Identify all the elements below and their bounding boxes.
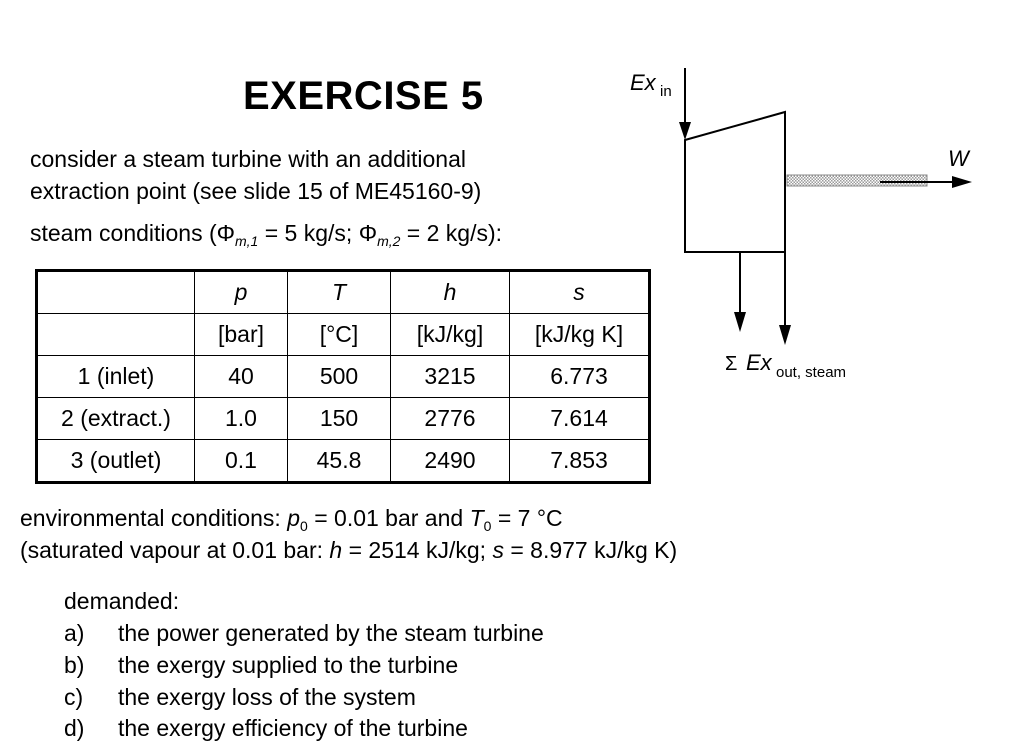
table-cell: 3215 — [390, 355, 510, 398]
table-header-cell — [36, 270, 195, 314]
saturated-vapour-note: (saturated vapour at 0.01 bar: h = 2514 … — [20, 537, 677, 564]
table-row: 1 (inlet) 40 500 3215 6.773 — [36, 355, 650, 398]
table-cell: 3 (outlet) — [36, 439, 195, 483]
extraction-arrow — [734, 252, 746, 332]
intro-line-2: extraction point (see slide 15 of ME4516… — [30, 178, 482, 204]
ex-in-label: Ex — [630, 70, 657, 95]
table-header-cell: p — [194, 270, 288, 314]
item-letter: d) — [64, 715, 85, 741]
table-row: 2 (extract.) 1.0 150 2776 7.614 — [36, 397, 650, 440]
phi-symbol-2: Φ — [358, 220, 378, 246]
item-text: the exergy loss of the system — [118, 684, 416, 710]
demanded-item: c) the exergy loss of the system — [64, 684, 664, 712]
phi-symbol-1: Φ — [216, 220, 235, 246]
table-unit-cell — [36, 313, 195, 356]
demanded-item: a) the power generated by the steam turb… — [64, 620, 664, 648]
inlet-arrow — [679, 68, 691, 140]
table-header-cell: s — [509, 270, 650, 314]
page-title: EXERCISE 5 — [243, 74, 484, 118]
intro-line-1: consider a steam turbine with an additio… — [30, 146, 466, 172]
table-cell: 500 — [287, 355, 391, 398]
table-unit-cell: [kJ/kg] — [390, 313, 510, 356]
item-text: the power generated by the steam turbine — [118, 620, 544, 646]
ex-out-subscript: out, steam — [776, 364, 846, 381]
table-header-cell: h — [390, 270, 510, 314]
table-cell: 1.0 — [194, 397, 288, 440]
h-value: = 2514 kJ/kg; — [342, 537, 493, 563]
demanded-item: b) the exergy supplied to the turbine — [64, 652, 664, 680]
table-cell: 7.614 — [509, 397, 650, 440]
table-units-row: [bar] [°C] [kJ/kg] [kJ/kg K] — [36, 313, 650, 356]
env-prefix: environmental conditions: — [20, 505, 288, 531]
table-row: 3 (outlet) 0.1 45.8 2490 7.853 — [36, 439, 650, 483]
table-cell: 7.853 — [509, 439, 650, 483]
phi-sub-2: m,2 — [377, 233, 401, 249]
demanded-item: d) the exergy efficiency of the turbine — [64, 715, 664, 743]
demanded-heading: demanded: — [64, 588, 180, 614]
table-header-cell: T — [287, 270, 391, 314]
turbine-body — [684, 110, 786, 253]
outlet-arrow — [779, 252, 791, 345]
turbine-shaft — [786, 174, 928, 187]
p0-value: = 0.01 bar and — [307, 505, 470, 531]
turbine-diagram: Ex in W Σ Ex out, steam — [630, 68, 972, 381]
item-letter: a) — [64, 620, 85, 646]
t0-value: = 7 °C — [491, 505, 563, 531]
item-letter: c) — [64, 684, 84, 710]
ex-out-label: Ex — [746, 350, 773, 375]
table-cell: 150 — [287, 397, 391, 440]
p0-symbol: p — [287, 505, 301, 531]
t0-symbol: T — [469, 505, 484, 531]
work-arrow — [880, 176, 972, 188]
sigma-symbol: Σ — [725, 353, 737, 375]
sat-prefix: (saturated vapour at 0.01 bar: — [20, 537, 330, 563]
table-cell: 2776 — [390, 397, 510, 440]
steam-conditions: steam conditions (Φm,1 = 5 kg/s; Φm,2 = … — [30, 220, 502, 249]
s-symbol: s — [492, 537, 504, 563]
table-cell: 2 (extract.) — [36, 397, 195, 440]
table-cell: 0.1 — [194, 439, 288, 483]
cond-prefix: steam conditions ( — [30, 220, 217, 246]
ex-in-subscript: in — [660, 83, 672, 100]
h-symbol: h — [329, 537, 343, 563]
t0-sub: 0 — [483, 518, 492, 534]
table-unit-cell: [bar] — [194, 313, 288, 356]
steam-properties-table: p T h s [bar] [°C] [kJ/kg] [kJ/kg K] 1 (… — [35, 269, 651, 484]
s-value: = 8.977 kJ/kg K) — [503, 537, 678, 563]
item-text: the exergy supplied to the turbine — [118, 652, 459, 678]
work-label: W — [948, 146, 971, 171]
table-cell: 40 — [194, 355, 288, 398]
table-cell: 45.8 — [287, 439, 391, 483]
table-cell: 1 (inlet) — [36, 355, 195, 398]
p0-sub: 0 — [300, 518, 308, 534]
table-cell: 2490 — [390, 439, 510, 483]
environmental-conditions: environmental conditions: p0 = 0.01 bar … — [20, 505, 563, 534]
item-text: the exergy efficiency of the turbine — [118, 715, 468, 741]
cond-mid: = 5 kg/s; — [258, 220, 359, 246]
cond-end: = 2 kg/s): — [400, 220, 503, 246]
table-unit-cell: [°C] — [287, 313, 391, 356]
phi-sub-1: m,1 — [235, 233, 259, 249]
item-letter: b) — [64, 652, 85, 678]
table-header-row: p T h s — [36, 270, 650, 314]
